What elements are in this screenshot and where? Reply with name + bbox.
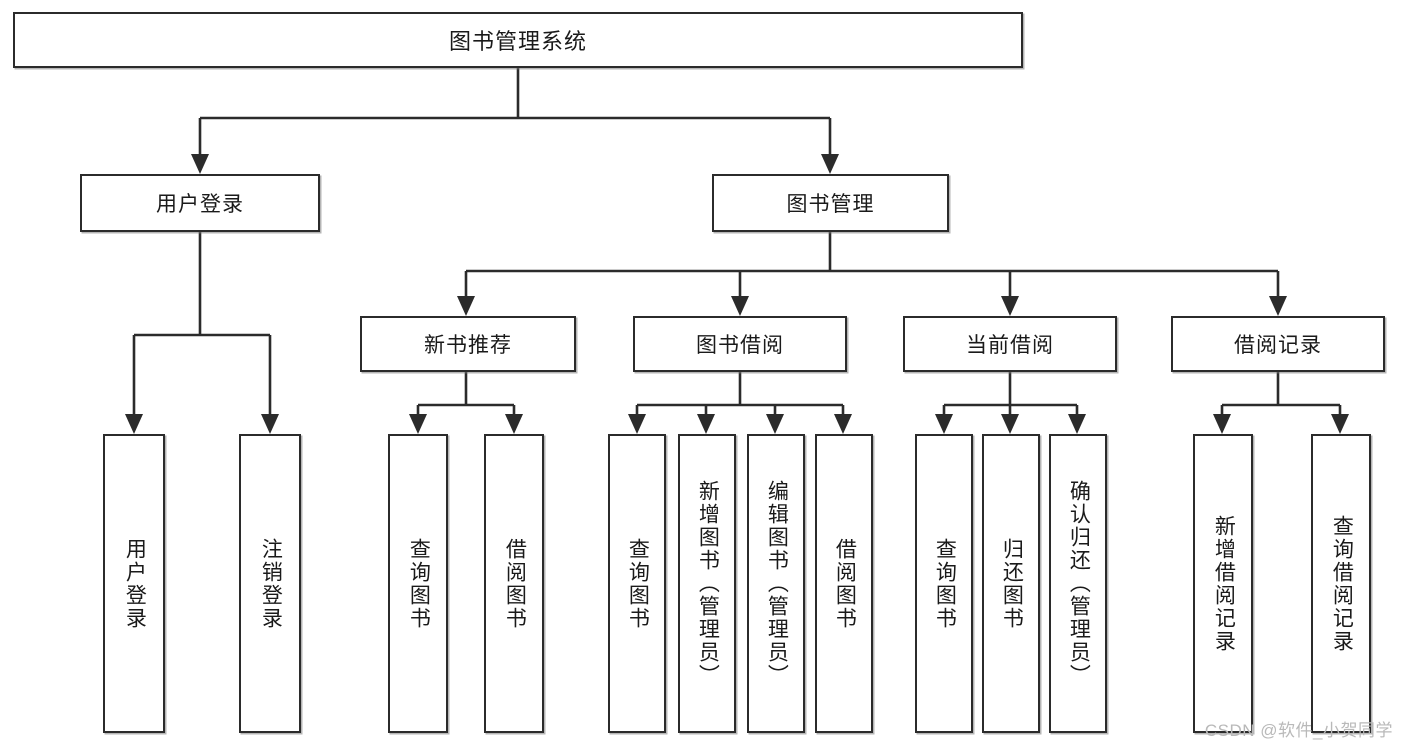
leaf-current-confirm-return-admin[interactable]: 确认归还（管理员） (1049, 434, 1107, 733)
node-label: 借阅图书 (833, 537, 857, 630)
leaf-borrow-query-book[interactable]: 查询图书 (608, 434, 666, 733)
node-book-management[interactable]: 图书管理 (712, 174, 949, 232)
leaf-recommend-borrow-book[interactable]: 借阅图书 (484, 434, 544, 733)
node-label: 新增借阅记录 (1212, 514, 1236, 653)
node-label: 确认归还（管理员） (1067, 480, 1091, 687)
node-label: 图书管理系统 (448, 29, 587, 54)
leaf-borrow-edit-book-admin[interactable]: 编辑图书（管理员） (747, 434, 805, 733)
leaf-borrow-add-book-admin[interactable]: 新增图书（管理员） (678, 434, 736, 733)
csdn-watermark: CSDN @软件_小贺同学 (1204, 721, 1393, 740)
node-borrow-record[interactable]: 借阅记录 (1171, 316, 1385, 372)
node-label: 新增图书（管理员） (696, 480, 720, 687)
node-root-system[interactable]: 图书管理系统 (13, 12, 1023, 68)
node-label: 用户登录 (156, 193, 244, 216)
node-label: 用户登录 (123, 537, 147, 630)
node-label: 查询图书 (626, 537, 650, 630)
leaf-user-login-logout[interactable]: 注销登录 (239, 434, 301, 733)
node-label: 图书借阅 (696, 334, 784, 357)
node-label: 查询图书 (933, 537, 957, 630)
node-label: 归还图书 (1000, 537, 1024, 630)
node-label: 当前借阅 (966, 334, 1054, 357)
node-label: 查询借阅记录 (1330, 514, 1354, 653)
node-label: 注销登录 (259, 537, 283, 630)
node-label: 编辑图书（管理员） (765, 480, 789, 687)
leaf-recommend-query-book[interactable]: 查询图书 (388, 434, 448, 733)
node-label: 图书管理 (786, 193, 875, 216)
leaf-current-query-book[interactable]: 查询图书 (915, 434, 973, 733)
leaf-record-query-record[interactable]: 查询借阅记录 (1311, 434, 1371, 733)
node-label: 新书推荐 (424, 334, 512, 357)
node-label: 借阅记录 (1234, 334, 1322, 357)
node-label: 借阅图书 (503, 537, 527, 630)
leaf-current-return-book[interactable]: 归还图书 (982, 434, 1040, 733)
node-current-borrow[interactable]: 当前借阅 (903, 316, 1117, 372)
leaf-record-add-record[interactable]: 新增借阅记录 (1193, 434, 1253, 733)
node-label: 查询图书 (407, 537, 431, 630)
leaf-user-login-login[interactable]: 用户登录 (103, 434, 165, 733)
node-book-borrow[interactable]: 图书借阅 (633, 316, 847, 372)
leaf-borrow-borrow-book[interactable]: 借阅图书 (815, 434, 873, 733)
node-new-book-recommend[interactable]: 新书推荐 (360, 316, 576, 372)
node-user-login[interactable]: 用户登录 (80, 174, 320, 232)
